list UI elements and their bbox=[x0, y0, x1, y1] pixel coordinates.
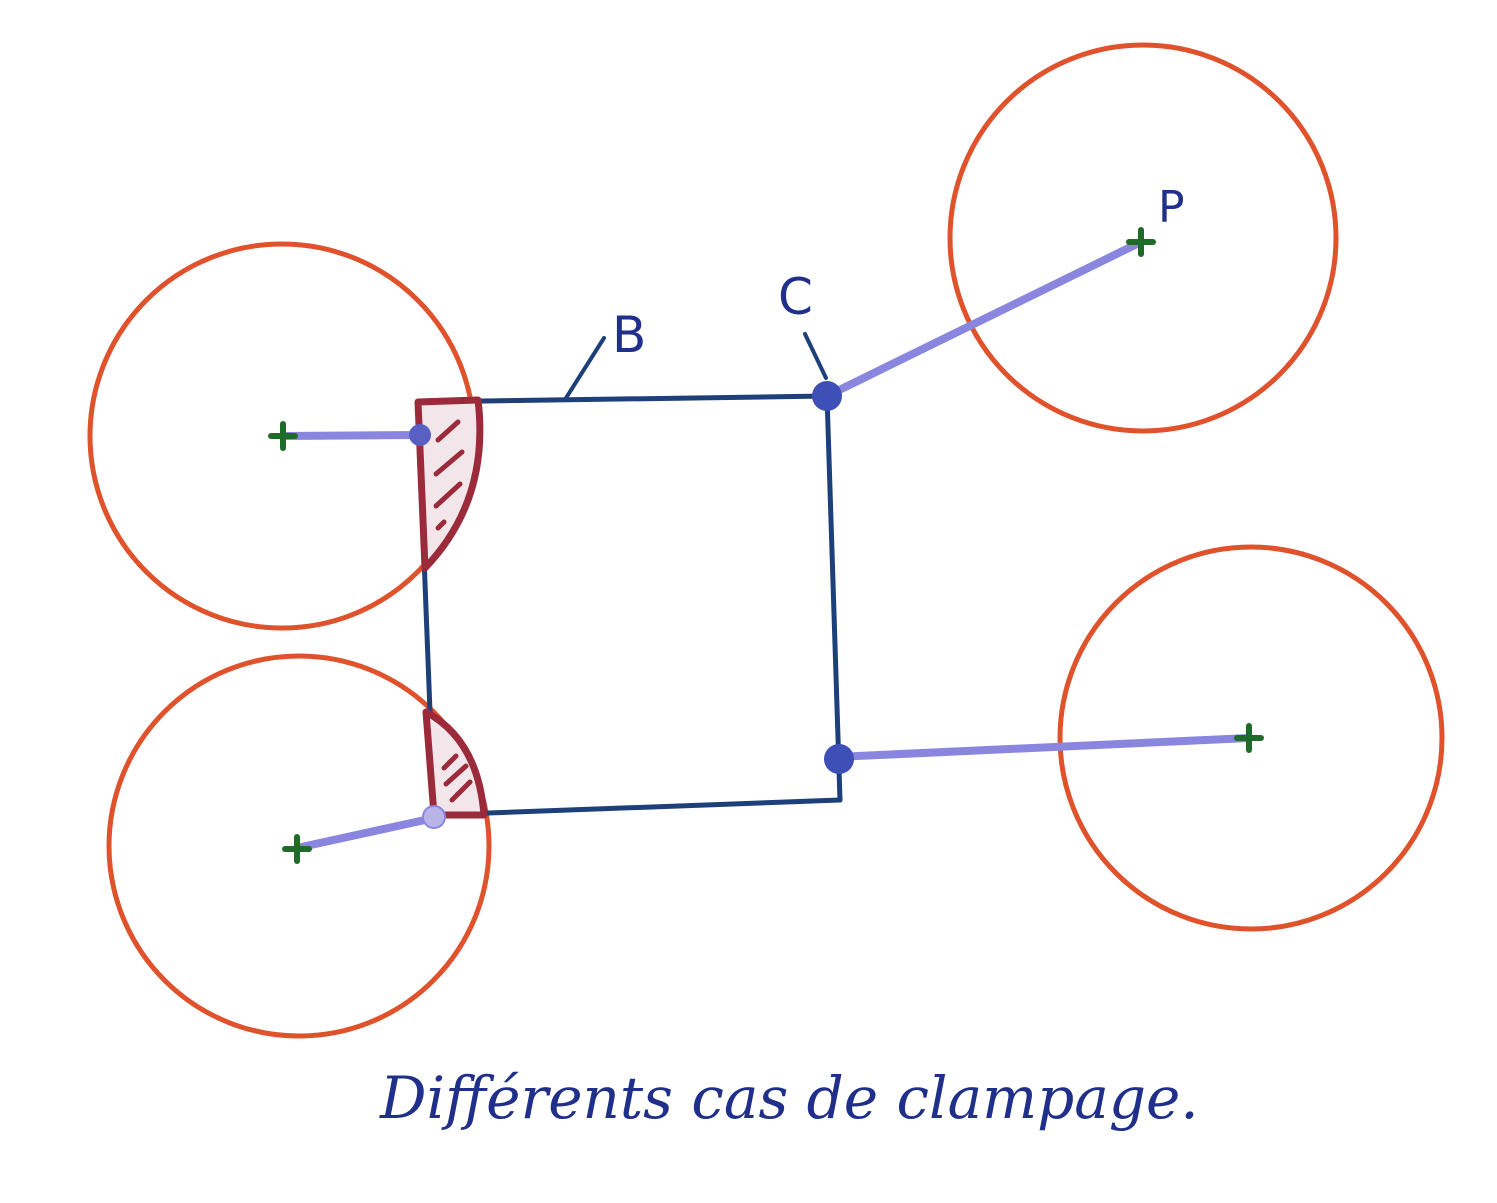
clamp-point-bottom-left bbox=[422, 805, 446, 829]
center-mark-bottom-left bbox=[282, 834, 312, 864]
caption: Différents cas de clampage. bbox=[379, 1064, 1199, 1132]
center-marks bbox=[268, 227, 1264, 864]
label-c: C bbox=[778, 268, 813, 326]
projection-bottom-left bbox=[293, 814, 438, 852]
projection-top-right bbox=[823, 238, 1145, 400]
projection-lines bbox=[280, 238, 1253, 852]
rect-bottom-edge bbox=[431, 797, 843, 818]
hatched-region-bottom bbox=[422, 708, 488, 819]
clamp-point-top-left bbox=[409, 424, 431, 446]
center-mark-top-left bbox=[268, 421, 298, 451]
projection-top-left bbox=[280, 431, 424, 440]
center-mark-bottom-right bbox=[1234, 723, 1264, 753]
label-b: B bbox=[612, 306, 646, 364]
circles bbox=[87, 42, 1445, 1039]
clamp-points bbox=[409, 381, 854, 829]
leader-b bbox=[564, 336, 606, 400]
rect-top-edge bbox=[415, 393, 830, 405]
hatched-region-top bbox=[414, 396, 484, 572]
circle-bottom-left bbox=[106, 653, 492, 1039]
leader-c bbox=[803, 332, 828, 380]
circle-top-right bbox=[947, 42, 1339, 434]
clamp-point-bottom-right bbox=[824, 744, 854, 774]
rect-right-edge bbox=[824, 393, 843, 803]
projection-bottom-right bbox=[832, 734, 1253, 761]
circle-bottom-right bbox=[1057, 544, 1445, 932]
label-p: P bbox=[1158, 182, 1185, 233]
clamp-point-c bbox=[812, 381, 842, 411]
leader-lines bbox=[564, 332, 828, 400]
center-mark-p bbox=[1126, 227, 1156, 257]
